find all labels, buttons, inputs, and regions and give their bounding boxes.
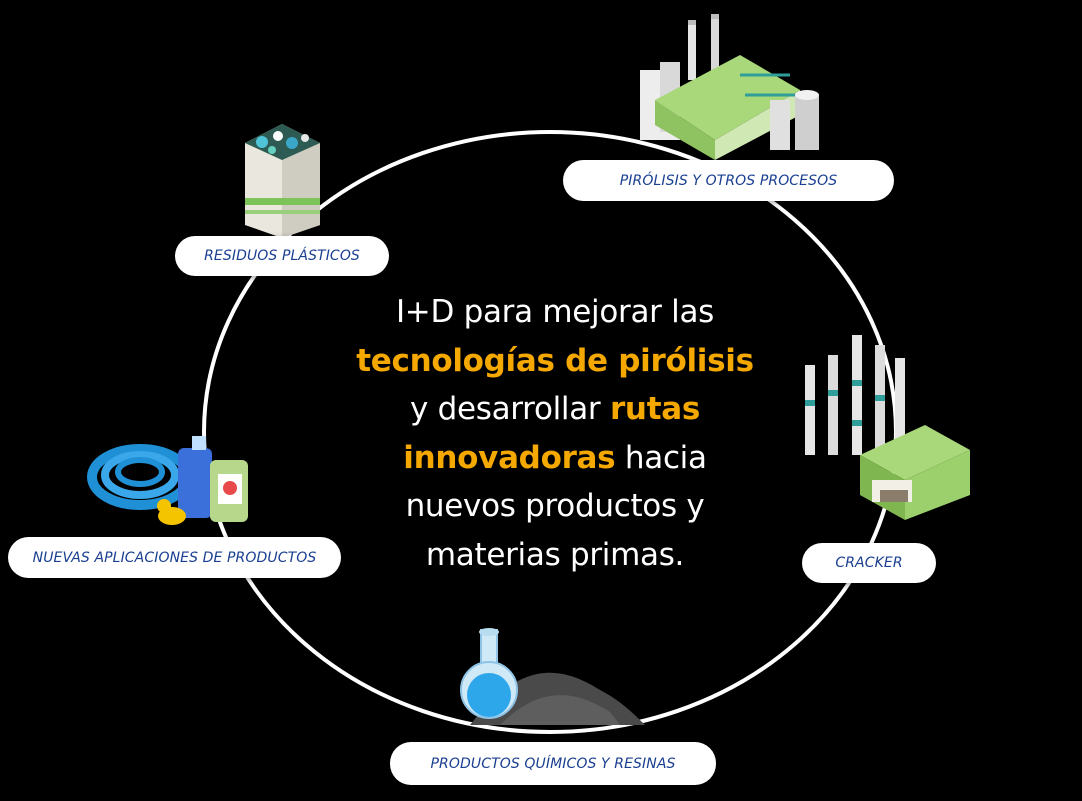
center-line-6: materias primas. xyxy=(425,536,685,573)
node-cracker: CRACKER xyxy=(802,543,936,583)
center-line-4: innovadoras hacia xyxy=(340,434,770,483)
pyrolysis-factory-icon xyxy=(640,14,819,160)
node-nuevas-aplicaciones: NUEVAS APLICACIONES DE PRODUCTOS xyxy=(8,537,341,578)
center-line-5: nuevos productos y xyxy=(405,488,705,524)
node-label: RESIDUOS PLÁSTICOS xyxy=(204,248,360,264)
plastic-waste-bin-icon xyxy=(245,124,320,238)
node-label: PIRÓLISIS Y OTROS PROCESOS xyxy=(619,172,838,189)
center-line-3-pre: y desarrollar xyxy=(409,391,610,427)
center-line-4-post: hacia xyxy=(615,439,707,476)
highlight-rutas: rutas xyxy=(609,391,700,427)
flask-and-powder-icon xyxy=(460,628,645,725)
node-pirolisis: PIRÓLISIS Y OTROS PROCESOS xyxy=(563,160,894,201)
center-line-2: tecnologías de pirólisis xyxy=(340,337,770,386)
node-residuos-plasticos: RESIDUOS PLÁSTICOS xyxy=(175,236,389,276)
highlight-tecnologias: tecnologías de pirólisis xyxy=(356,342,754,379)
cracker-plant-icon xyxy=(805,335,970,520)
center-line-3: y desarrollar rutas xyxy=(340,385,770,434)
center-line-1: I+D para mejorar las xyxy=(395,294,715,330)
node-label: NUEVAS APLICACIONES DE PRODUCTOS xyxy=(32,549,317,566)
node-productos-quimicos: PRODUCTOS QUÍMICOS Y RESINAS xyxy=(390,742,716,785)
center-statement: I+D para mejorar las tecnologías de piró… xyxy=(340,288,770,579)
highlight-innovadoras: innovadoras xyxy=(403,439,616,476)
node-label: PRODUCTOS QUÍMICOS Y RESINAS xyxy=(430,755,676,772)
node-label: CRACKER xyxy=(835,555,903,571)
hose-and-bottles-icon xyxy=(87,436,248,525)
